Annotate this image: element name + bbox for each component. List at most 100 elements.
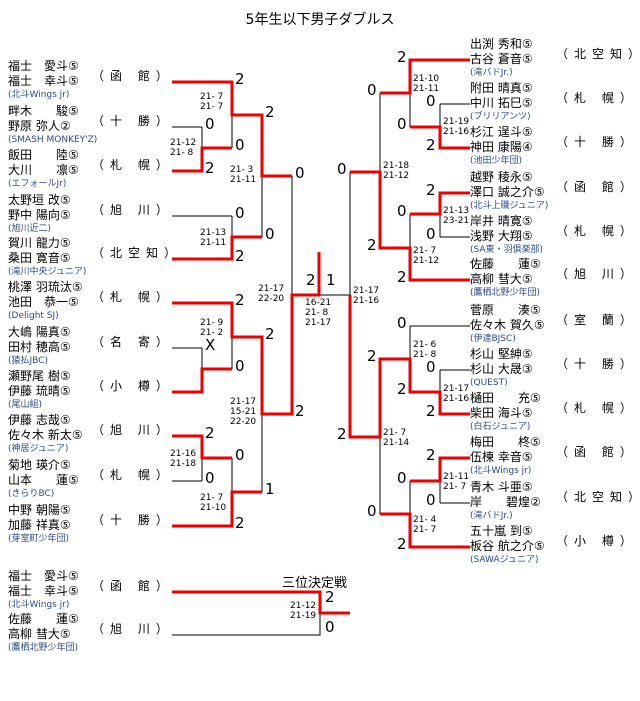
player-name: 越野 稜永⑤	[470, 170, 533, 184]
team-club: (Delight SJ)	[8, 311, 59, 321]
player-name: 佐々木 賀久⑤	[470, 318, 545, 332]
player-name: 大川 凛⑤	[8, 163, 79, 177]
player-name: 杉山 堅紳⑤	[470, 347, 533, 361]
team-club: (北斗Wings jr)	[470, 466, 532, 476]
match-win-count: 2	[367, 236, 377, 254]
team-city: （札 幌）	[556, 401, 638, 415]
player-name: 菅原 湊⑤	[470, 303, 541, 317]
game-scores: 21-12 21- 8	[170, 138, 197, 158]
match-win-count: 0	[235, 136, 245, 154]
team-club: (旭川近二)	[8, 224, 52, 234]
match-win-count: 2	[397, 268, 407, 286]
match-win-count: 1	[326, 271, 336, 289]
team-city: （十 勝）	[556, 357, 638, 371]
match-win-count: 0	[397, 115, 407, 133]
match-win-count: 1	[265, 480, 275, 498]
match-win-count: 0	[235, 446, 245, 464]
player-name: 中野 朝陽⑤	[8, 503, 71, 517]
player-name: 佐藤 蓮⑤	[470, 257, 541, 271]
team-city: （札 幌）	[556, 91, 638, 105]
game-scores: 21-16 21-18	[170, 449, 197, 469]
team-city: （函 館）	[92, 579, 174, 593]
match-win-count: 2	[265, 325, 275, 343]
match-win-count: 0	[426, 358, 436, 376]
team-club: (QUEST)	[470, 378, 508, 388]
team-club: (きらりBC)	[8, 489, 55, 499]
player-name: 澤口 誠之介⑤	[470, 185, 545, 199]
team-club: (滝バドJr.)	[470, 511, 513, 521]
team-club: (神居ジュニア)	[8, 444, 69, 454]
match-win-count: 2	[205, 159, 215, 177]
team-city: （札 幌）	[92, 158, 174, 172]
match-win-count: 2	[325, 588, 335, 606]
match-win-count: 0	[397, 314, 407, 332]
team-city: （十 勝）	[556, 135, 638, 149]
match-win-count: 2	[426, 402, 436, 420]
third-place-title: 三位決定戦	[282, 576, 348, 591]
player-name: 加藤 祥真⑤	[8, 518, 71, 532]
game-scores: 21-10 21-11	[413, 74, 440, 94]
player-name: 高柳 彗大⑤	[8, 627, 71, 641]
player-name: 伍楝 幸音⑤	[470, 450, 533, 464]
game-scores: 21-17 15-21 22-20	[230, 397, 257, 427]
match-win-count: 0	[205, 469, 215, 487]
match-win-count: 2	[426, 181, 436, 199]
game-scores: 21-19 21-16	[443, 117, 470, 137]
team-city: （室 蘭）	[556, 313, 638, 327]
page-title: 5年生以下男子ダブルス	[245, 12, 395, 28]
player-name: 中川 拓巳⑤	[470, 96, 533, 110]
game-scores: 21- 3 21-11	[230, 165, 257, 185]
player-name: 福士 幸斗⑤	[8, 74, 79, 88]
team-club: (滝バドJr.)	[470, 68, 513, 78]
player-name: 野中 陽向⑤	[8, 208, 71, 222]
team-club: (SA東・羽倶楽部)	[470, 245, 544, 255]
player-name: 青木 斗亜⑤	[470, 480, 533, 494]
match-win-count: 0	[235, 357, 245, 375]
game-scores: 21- 6 21- 8	[413, 340, 437, 360]
player-name: 福士 愛斗⑤	[8, 59, 79, 73]
player-name: 伊藤 志哉⑤	[8, 413, 71, 427]
player-name: 出渕 秀和⑤	[470, 37, 533, 51]
match-win-count: 0	[426, 225, 436, 243]
game-scores: 21-17 22-20	[258, 284, 285, 304]
match-win-count: 0	[337, 160, 347, 178]
bracket-winner-lines	[172, 58, 470, 615]
player-name: 伊藤 琉晴⑤	[8, 384, 71, 398]
match-win-count: 2	[295, 402, 305, 420]
team-city: （札 幌）	[92, 290, 174, 304]
match-win-count: 2	[235, 514, 245, 532]
match-win-count: 2	[426, 136, 436, 154]
team-city: （札 幌）	[556, 224, 638, 238]
player-name: 板谷 航之介⑤	[470, 539, 545, 553]
team-club: (猿払JBC)	[8, 356, 48, 366]
match-win-count: 2	[235, 247, 245, 265]
game-scores: 21-12 21-19	[290, 601, 317, 621]
player-name: 太野垣 改⑤	[8, 193, 71, 207]
player-name: 樋田 充⑤	[470, 391, 541, 405]
player-name: 福士 幸斗⑤	[8, 584, 79, 598]
match-win-count: 0	[367, 81, 377, 99]
team-city: （函 館）	[92, 69, 174, 83]
team-club: (北斗Wings jr)	[8, 90, 70, 100]
game-scores: 21-13 23-21	[443, 206, 470, 226]
player-name: 菊地 瑛介⑤	[8, 458, 71, 472]
player-name: 池田 恭一⑤	[8, 295, 79, 309]
game-scores: 21-17 21-16	[353, 286, 380, 306]
player-name: 五十嵐 到⑤	[470, 524, 533, 538]
player-name: 飯田 陸⑤	[8, 148, 79, 162]
player-name: 高柳 彗大⑤	[470, 272, 533, 286]
player-name: 柴田 海斗⑤	[470, 406, 533, 420]
game-scores: 16-21 21- 8 21-17	[305, 298, 332, 328]
player-name: 浅野 大翔⑤	[470, 229, 533, 243]
match-win-count: 2	[235, 291, 245, 309]
team-city: （十 勝）	[92, 513, 174, 527]
team-club: (SAWAジュニア)	[470, 555, 539, 565]
team-city: （小 樽）	[556, 534, 638, 548]
